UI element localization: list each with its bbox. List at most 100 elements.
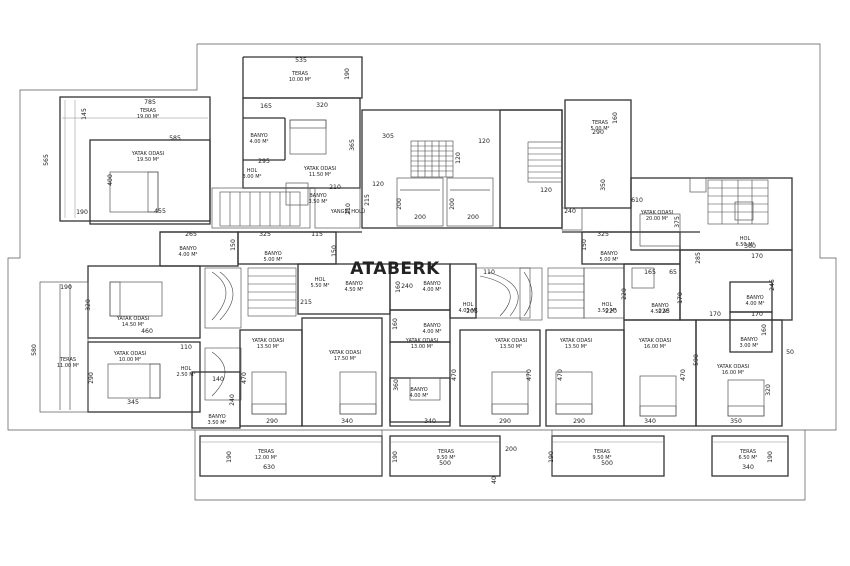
dimension-label: 460	[141, 328, 153, 335]
dimension-label: 400	[107, 174, 114, 186]
dimension-label: 245	[769, 279, 776, 291]
dimension-label: 320	[765, 384, 772, 396]
dimension-label: 160	[761, 324, 768, 336]
room-area: 16.00 M²	[722, 370, 744, 376]
room-name: TERAS	[591, 120, 608, 126]
dimension-label: 115	[311, 231, 323, 238]
room-area: 3.00 M²	[242, 174, 261, 180]
dimension-label: 470	[680, 369, 687, 381]
dimension-label: 240	[229, 394, 236, 406]
room-area: 11.00 M²	[57, 363, 79, 369]
dimension-label: 210	[329, 184, 341, 191]
dimension-label: 120	[372, 181, 384, 188]
dimension-label: 200	[449, 198, 456, 210]
room-name: TERAS	[593, 449, 610, 455]
dimension-label: 630	[263, 464, 275, 471]
room-area: 6.50 M²	[738, 455, 757, 461]
room-name: HOL	[602, 302, 613, 308]
room-name: HOL	[247, 168, 258, 174]
room-area: 19.00 M²	[137, 114, 159, 120]
dimension-label: 470	[557, 369, 564, 381]
room-area: 3.50 M²	[597, 308, 616, 314]
dimension-label: 150	[331, 245, 338, 257]
dimension-label: 610	[631, 197, 643, 204]
dimension-label: 215	[300, 299, 312, 306]
room-name: YATAK ODASI	[328, 350, 361, 356]
room-name: BANYO	[345, 281, 362, 287]
dimension-label: 375	[674, 216, 681, 228]
room-area: 4.00 M²	[422, 329, 441, 335]
logo-text: ATABERK	[350, 259, 440, 279]
dimension-label: 160	[612, 112, 619, 124]
dimension-label: 170	[677, 292, 684, 304]
unit-top-right	[561, 99, 793, 251]
lower-bedrooms	[191, 317, 783, 429]
room-area: 10.00 M²	[289, 77, 311, 83]
room-area: 3.50 M²	[308, 199, 327, 205]
dimension-label: 365	[349, 139, 356, 151]
room-area: 10.00 M²	[119, 357, 141, 363]
dimension-label: 350	[730, 418, 742, 425]
dimension-label: 190	[60, 284, 72, 291]
dimension-label: 470	[241, 372, 248, 384]
room-area: 13.00 M²	[411, 344, 433, 350]
room-area: 12.00 M²	[255, 455, 277, 461]
dimension-label: 165	[644, 269, 656, 276]
dimension-label: 290	[573, 418, 585, 425]
room-yangin: YANGIN HOLÜ	[330, 208, 366, 215]
room-area: 9.50 M²	[436, 455, 455, 461]
room-area: 4.00 M²	[745, 301, 764, 307]
room-area: 13.50 M²	[500, 344, 522, 350]
room-name: TERAS	[437, 449, 454, 455]
dimension-label: 325	[259, 231, 271, 238]
spiral-stairs	[204, 267, 625, 401]
dimension-label: 295	[258, 158, 270, 165]
dimension-label: 50	[786, 349, 794, 356]
room-area: 4.00 M²	[422, 287, 441, 293]
room-name: BANYO	[208, 414, 225, 420]
dimension-label: 140	[212, 376, 224, 383]
dimension-label: 120	[478, 138, 490, 145]
dimension-label: 565	[43, 154, 50, 166]
dimension-label: 120	[540, 187, 552, 194]
room-area: 4.00 M²	[409, 393, 428, 399]
dimension-label: 305	[382, 133, 394, 140]
dimension-label: 345	[127, 399, 139, 406]
room-name: TERAS	[139, 108, 156, 114]
room-name: YANGIN HOLÜ	[330, 208, 366, 215]
dimension-label: 150	[581, 239, 588, 251]
room-area: 20.00 M²	[646, 216, 668, 222]
dimension-label: 200	[396, 198, 403, 210]
room-name: YATAK ODASI	[116, 316, 149, 322]
dimension-label: 170	[751, 253, 763, 260]
dimension-label: 340	[341, 418, 353, 425]
room-area: 5.00 M²	[263, 257, 282, 263]
room-area: 4.50 M²	[650, 309, 669, 315]
dimension-label: 290	[88, 372, 95, 384]
dimension-label: 340	[424, 418, 436, 425]
dimension-label: 265	[185, 231, 197, 238]
room-area: 17.50 M²	[334, 356, 356, 362]
room-area: 3.50 M²	[207, 420, 226, 426]
dimension-label: 205	[466, 308, 478, 315]
room-name: BANYO	[309, 193, 326, 199]
dimension-label: 580	[31, 344, 38, 356]
